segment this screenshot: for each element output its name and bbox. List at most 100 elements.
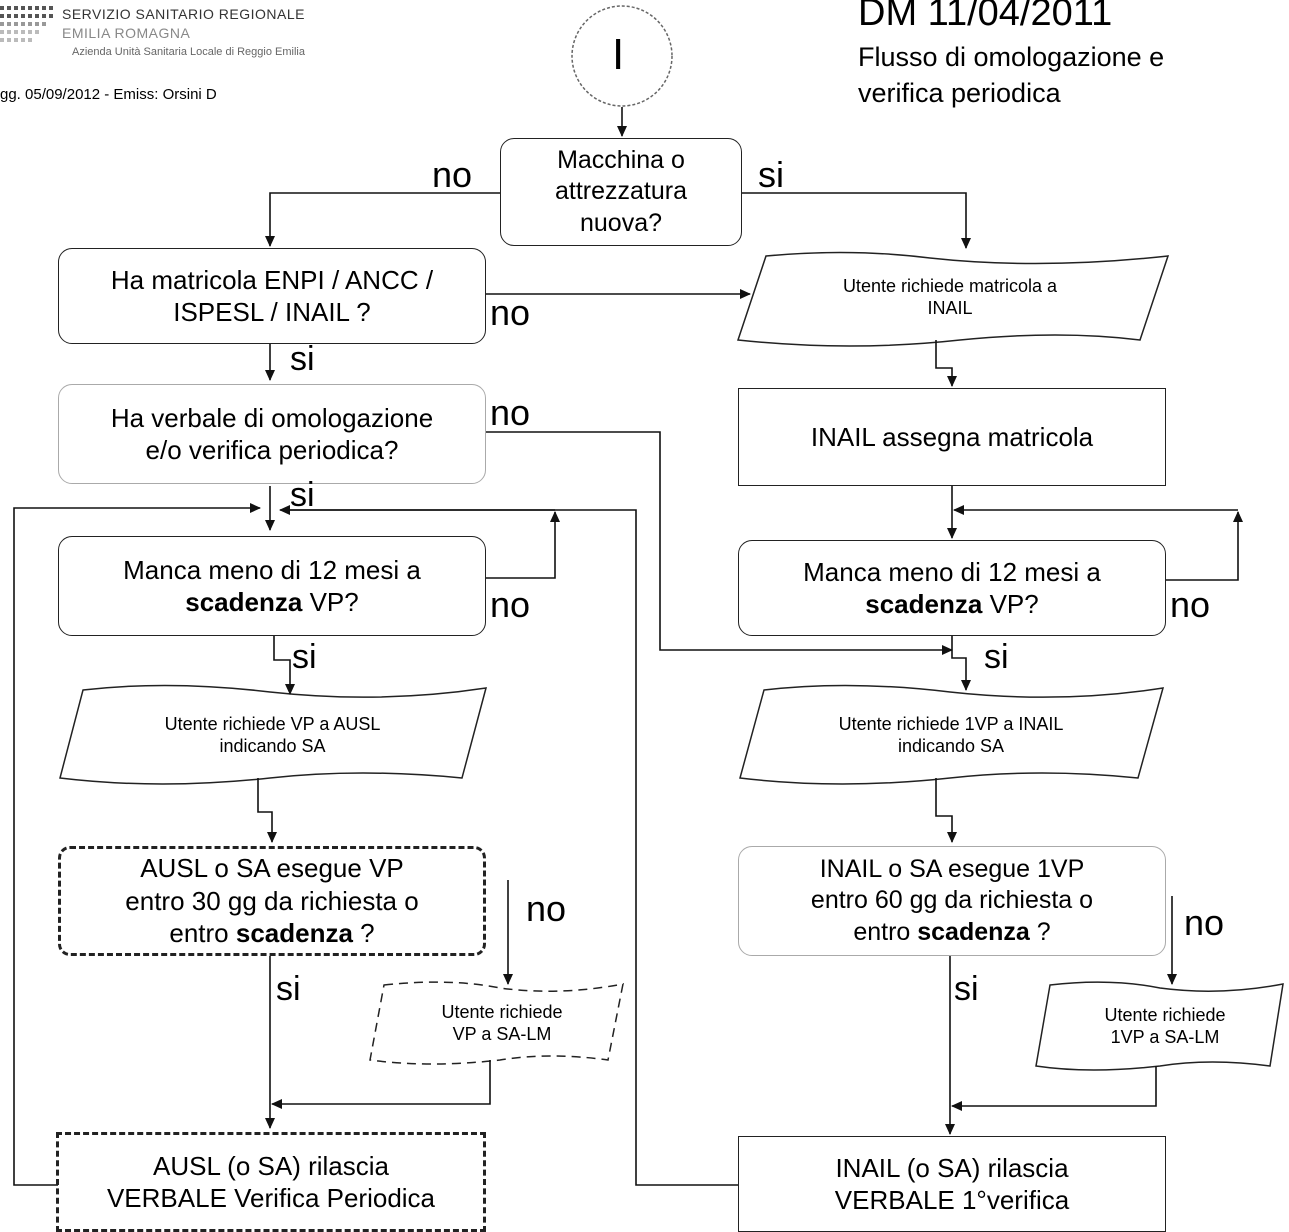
edge-scad-right-yes — [951, 636, 971, 691]
decision-matricola-line1: Ha matricola ENPI / ANCC / — [110, 264, 434, 295]
label-scadenza-left-no: no — [490, 584, 531, 625]
edge-new-no — [265, 192, 500, 247]
decision-inail-executes-line3: entro scadenza ? — [853, 917, 1050, 948]
io-req-vp-ausl-shape — [59, 684, 488, 785]
decision-ausl-executes: AUSL o SA esegue VP entro 30 gg da richi… — [58, 846, 486, 956]
decision-scadenza-right-keyword: scadenza — [865, 589, 983, 619]
decision-scadenza-right-suffix: VP? — [982, 589, 1039, 619]
io-request-vp-salm-line2: VP a SA-LM — [452, 1024, 552, 1044]
edge-verbale-no — [486, 431, 953, 655]
page-subtitle-line1: Flusso di omologazione e — [858, 42, 1165, 72]
io-request-vp-salm-line1: Utente richiede — [441, 1001, 563, 1022]
decision-verbale: Ha verbale di omologazione e/o verifica … — [58, 384, 486, 484]
decision-inail-executes-line2: entro 60 gg da richiesta o — [810, 886, 1094, 915]
io-request-vp-ausl-line2: indicando SA — [219, 736, 326, 756]
start-node-label: I — [612, 30, 625, 79]
page-subtitle-line2: verifica periodica — [858, 78, 1061, 108]
decision-verbale-line1: Ha verbale di omologazione — [110, 402, 434, 433]
edge-scad-right-no — [1166, 511, 1243, 581]
edge-scad-left-no — [486, 511, 560, 579]
io-request-1vp-inail-line2: indicando SA — [897, 736, 1005, 756]
edge-1vp-inail-to-exec — [935, 778, 957, 843]
revision-note: gg. 05/09/2012 - Emiss: Orsini D — [0, 86, 217, 103]
edge-1vp-salm-merge — [951, 1066, 1157, 1111]
end-verbale-left-line1: AUSL (o SA) rilascia — [153, 1150, 389, 1181]
edge-scad-left-yes — [273, 636, 295, 695]
decision-ausl-executes-suffix: ? — [352, 918, 375, 949]
end-verbale-right-line1: INAIL (o SA) rilascia — [835, 1152, 1069, 1183]
decision-inail-executes-prefix: entro — [853, 917, 918, 946]
io-request-vp-salm: Utente richiede VP a SA-LM — [392, 990, 612, 1056]
edge-req-matricola-to-assegna — [935, 340, 957, 387]
decision-scadenza-left-suffix: VP? — [302, 587, 359, 617]
process-inail-assigns-label: INAIL assegna matricola — [810, 421, 1094, 452]
io-req-vp-salm-shape — [369, 981, 624, 1065]
label-inail-exec-no: no — [1184, 902, 1225, 943]
decision-new-machine-line1: Macchina o — [557, 146, 685, 175]
io-req-1vp-inail-shape — [739, 684, 1165, 785]
edge-vp-ausl-to-exec — [257, 778, 277, 843]
label-inail-exec-yes: si — [954, 970, 979, 1008]
io-request-vp-ausl-line1: Utente richiede VP a AUSL — [164, 713, 381, 734]
end-verbale-right: INAIL (o SA) rilascia VERBALE 1°verifica — [738, 1136, 1166, 1232]
label-scadenza-right-no: no — [1170, 584, 1211, 625]
decision-ausl-executes-line2: entro 30 gg da richiesta o — [125, 885, 419, 916]
decision-scadenza-right: Manca meno di 12 mesi a scadenza VP? — [738, 540, 1166, 636]
label-verbale-yes: si — [290, 476, 315, 514]
io-request-matricola: Utente richiede matricola a INAIL — [770, 262, 1130, 332]
edge-new-yes — [742, 192, 971, 249]
org-name-line1: SERVIZIO SANITARIO REGIONALE — [62, 6, 305, 22]
edge-vp-salm-merge — [271, 1060, 491, 1109]
decision-new-machine: Macchina o attrezzatura nuova? — [500, 138, 742, 246]
end-verbale-left-line2: VERBALE Verifica Periodica — [106, 1183, 436, 1213]
decision-ausl-executes-prefix: entro — [169, 918, 236, 949]
label-scadenza-left-yes: si — [292, 638, 317, 676]
decision-inail-executes-suffix: ? — [1029, 917, 1051, 946]
org-name-line3: Azienda Unità Sanitaria Locale di Reggio… — [72, 46, 305, 58]
decision-new-machine-line2: attrezzatura — [554, 177, 687, 206]
decision-scadenza-right-line2: scadenza VP? — [865, 588, 1038, 621]
io-request-1vp-salm: Utente richiede 1VP a SA-LM — [1054, 992, 1276, 1060]
io-request-1vp-inail-line1: Utente richiede 1VP a INAIL — [838, 713, 1064, 734]
edge-right-loop — [290, 509, 738, 1186]
decision-new-machine-line3: nuova? — [579, 208, 663, 237]
io-request-1vp-salm-line2: 1VP a SA-LM — [1110, 1027, 1220, 1047]
io-request-vp-ausl: Utente richiede VP a AUSL indicando SA — [80, 700, 465, 770]
decision-inail-executes: INAIL o SA esegue 1VP entro 60 gg da ric… — [738, 846, 1166, 956]
decision-ausl-executes-line3: entro scadenza ? — [169, 917, 374, 950]
decision-scadenza-left-keyword: scadenza — [185, 587, 303, 617]
decision-scadenza-left-line1: Manca meno di 12 mesi a — [123, 554, 421, 585]
decision-ausl-executes-line1: AUSL o SA esegue VP — [140, 853, 404, 884]
label-scadenza-right-yes: si — [984, 638, 1009, 676]
decision-matricola: Ha matricola ENPI / ANCC / ISPESL / INAI… — [58, 248, 486, 344]
decision-verbale-line2: e/o verifica periodica? — [145, 435, 399, 465]
edge-left-loop — [13, 503, 261, 1186]
label-ausl-exec-yes: si — [276, 970, 301, 1008]
start-node-circle — [571, 5, 673, 107]
decision-matricola-line2: ISPESL / INAIL ? — [173, 297, 371, 327]
end-verbale-left: AUSL (o SA) rilascia VERBALE Verifica Pe… — [56, 1132, 486, 1232]
io-req-matricola-shape — [736, 251, 1170, 347]
decision-scadenza-right-line1: Manca meno di 12 mesi a — [803, 556, 1101, 587]
label-new-no: no — [432, 154, 473, 195]
io-request-1vp-salm-line1: Utente richiede — [1104, 1004, 1226, 1025]
page-title: DM 11/04/2011 — [858, 0, 1113, 34]
label-matricola-yes: si — [290, 340, 315, 378]
org-logo — [0, 6, 53, 42]
io-request-matricola-line2: INAIL — [927, 298, 973, 318]
label-new-yes: si — [758, 154, 784, 195]
decision-scadenza-left-line2: scadenza VP? — [185, 586, 358, 619]
label-matricola-no: no — [490, 292, 531, 333]
io-request-matricola-line1: Utente richiede matricola a — [842, 275, 1058, 296]
decision-ausl-executes-keyword: scadenza — [235, 918, 353, 949]
label-ausl-exec-no: no — [526, 888, 567, 929]
io-request-1vp-inail: Utente richiede 1VP a INAIL indicando SA — [762, 700, 1140, 770]
decision-scadenza-left: Manca meno di 12 mesi a scadenza VP? — [58, 536, 486, 636]
org-name-line2: EMILIA ROMAGNA — [62, 25, 191, 41]
label-verbale-no: no — [490, 392, 531, 433]
io-req-1vp-salm-shape — [1035, 981, 1284, 1071]
decision-inail-executes-keyword: scadenza — [917, 917, 1030, 946]
end-verbale-right-line2: VERBALE 1°verifica — [834, 1185, 1070, 1215]
decision-inail-executes-line1: INAIL o SA esegue 1VP — [819, 855, 1085, 884]
